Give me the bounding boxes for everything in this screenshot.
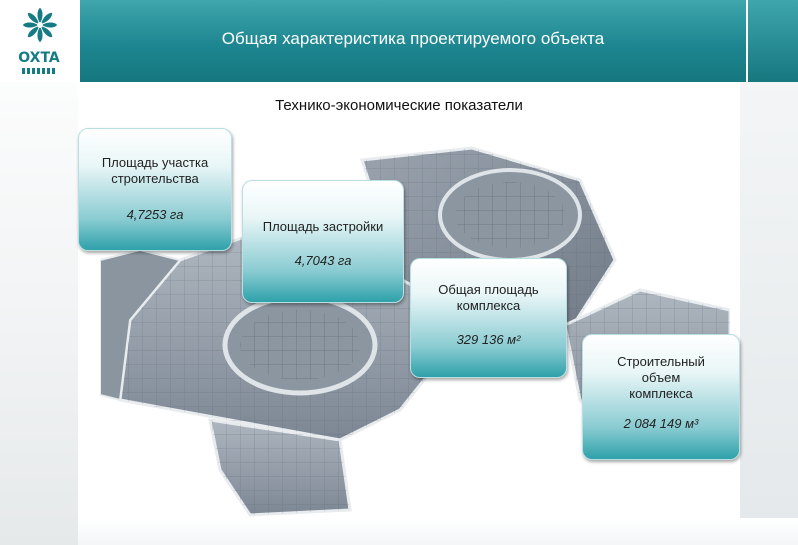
card-building-volume-label: Строительный объем комплекса [617,354,705,401]
card-total-area: Общая площадь комплекса 329 136 м² [410,258,567,378]
card-built-area-label: Площадь застройки [262,219,384,234]
page-title: Общая характеристика проектируемого объе… [221,29,605,48]
section-subtitle: Технико-экономические показатели [275,97,523,114]
card-site-area-label: Площадь участка строительства [101,155,209,186]
card-building-volume-value: 2 084 149 м³ [623,416,699,431]
card-building-volume: Строительный объем комплекса 2 084 149 м… [582,334,740,460]
card-built-area-value: 4,7043 га [294,253,352,268]
left-decorative-strip [0,0,78,545]
logo-text: OXTA [18,50,60,66]
card-site-area-value: 4,7253 га [126,207,184,222]
title-bar: Общая характеристика проектируемого объе… [80,0,746,82]
right-decorative-strip [740,82,798,545]
card-built-area: Площадь застройки 4,7043 га [242,180,404,303]
card-site-area: Площадь участка строительства 4,7253 га [78,128,232,251]
title-accent [746,0,798,82]
card-total-area-label: Общая площадь комплекса [438,282,539,313]
company-logo: OXTA [0,0,78,82]
bottom-decorative-strip [78,518,798,545]
card-total-area-value: 329 136 м² [456,332,521,347]
logo-underline [22,68,56,74]
flower-logo-icon [22,7,58,43]
